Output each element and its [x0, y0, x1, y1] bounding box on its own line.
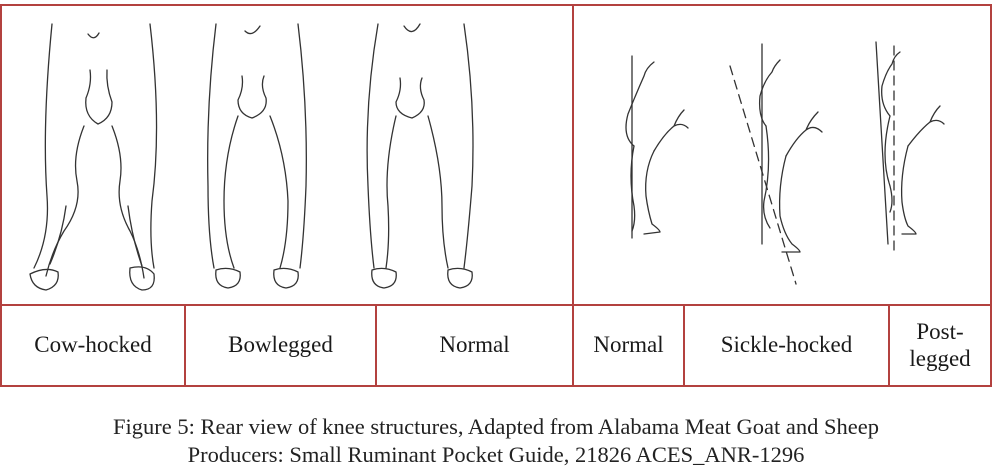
label-bowlegged: Bowlegged	[186, 306, 375, 385]
normal-rear-legs-drawing	[367, 24, 473, 288]
figure-table: Cow-hocked Bowlegged Normal Normal Sickl…	[0, 0, 992, 405]
figure-caption: Figure 5: Rear view of knee structures, …	[0, 413, 992, 469]
label-post-legged: Post-legged	[890, 306, 990, 385]
label-sickle-hocked: Sickle-hocked	[685, 306, 888, 385]
normal-side-leg-drawing	[626, 56, 688, 238]
cow-hocked-legs-drawing	[30, 24, 157, 290]
sickle-hocked-leg-drawing	[730, 44, 822, 284]
table-border-bottom	[0, 385, 992, 387]
caption-line-1: Figure 5: Rear view of knee structures, …	[0, 413, 992, 441]
post-legged-leg-drawing	[876, 42, 944, 250]
side-view-illustration	[574, 6, 990, 304]
rear-view-illustration	[2, 6, 572, 304]
bowlegged-legs-drawing	[208, 24, 307, 288]
label-normal-side: Normal	[574, 306, 683, 385]
label-normal-rear: Normal	[377, 306, 572, 385]
label-cow-hocked: Cow-hocked	[2, 306, 184, 385]
